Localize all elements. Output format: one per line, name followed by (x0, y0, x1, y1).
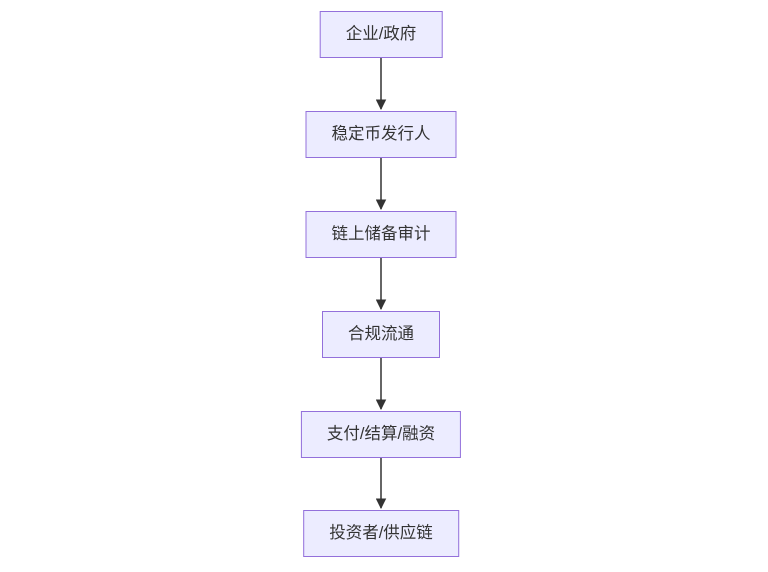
flow-node-label: 企业/政府 (345, 25, 417, 44)
flow-node-label: 投资者/供应链 (329, 524, 433, 543)
flow-node-label: 链上储备审计 (331, 225, 431, 244)
flow-node-compliant-circulation: 合规流通 (322, 311, 440, 358)
flow-node-label: 支付/结算/融资 (326, 425, 436, 444)
flow-node-label: 合规流通 (348, 325, 414, 344)
flow-node-stablecoin-issuer: 稳定币发行人 (305, 111, 457, 158)
flow-node-enterprise-government: 企业/政府 (319, 11, 443, 58)
flow-node-investors-supply-chain: 投资者/供应链 (303, 510, 459, 557)
flow-node-payment-settlement-financing: 支付/结算/融资 (300, 411, 462, 458)
flow-node-label: 稳定币发行人 (331, 125, 431, 144)
flow-node-onchain-reserve-audit: 链上储备审计 (305, 211, 457, 258)
